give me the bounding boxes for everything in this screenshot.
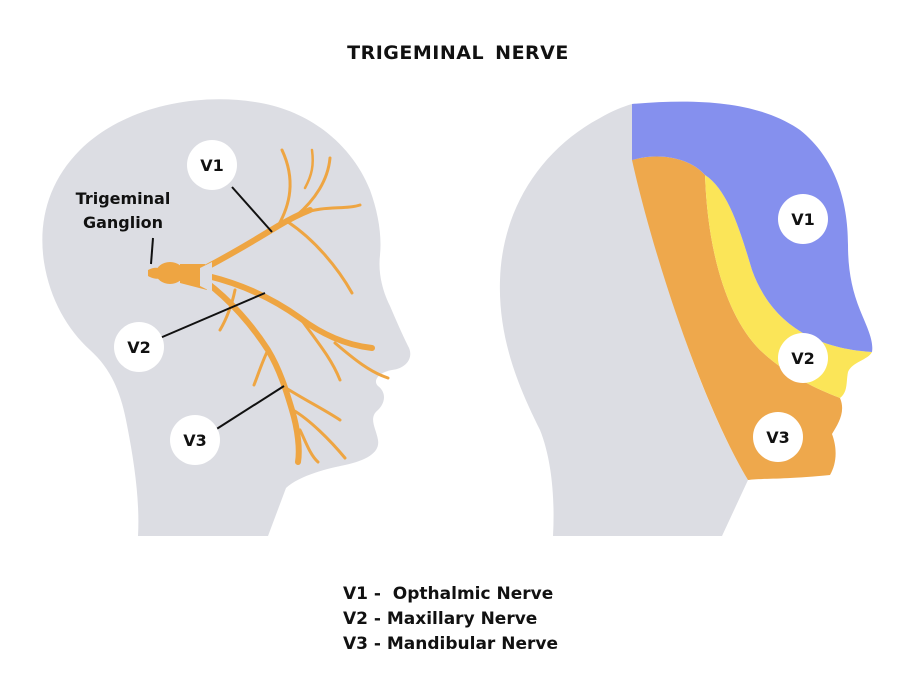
ganglion-label-line2: Ganglion [83,213,163,232]
leader-lines [150,186,285,431]
legend-item-v1: V1 - Opthalmic Nerve [343,584,554,604]
left-v3-label: V3 [183,431,207,450]
right-v3-badge: V3 [753,412,803,462]
legend-item-v3: V3 - Mandibular Nerve [343,634,558,654]
left-v1-badge: V1 [187,140,237,190]
left-v1-label: V1 [200,156,224,175]
ganglion-gap [200,262,212,292]
left-v2-badge: V2 [114,322,164,372]
left-v2-label: V2 [127,338,151,357]
nerve-branches [202,148,390,465]
v3-region [632,156,843,480]
legend: V1 - Opthalmic Nerve V2 - Maxillary Nerv… [343,582,558,657]
ganglion-label-line1: Trigeminal [76,189,171,208]
left-v3-badge: V3 [170,415,220,465]
v1-region [632,101,873,352]
right-v2-label: V2 [791,349,815,368]
legend-item-v2: V2 - Maxillary Nerve [343,609,538,629]
right-v1-badge: V1 [778,194,828,244]
right-v2-badge: V2 [778,333,828,383]
right-v3-label: V3 [766,428,790,447]
right-v1-label: V1 [791,210,815,229]
diagram-title: TRIGEMINAL NERVE [347,42,569,64]
right-head-silhouette [499,104,748,536]
